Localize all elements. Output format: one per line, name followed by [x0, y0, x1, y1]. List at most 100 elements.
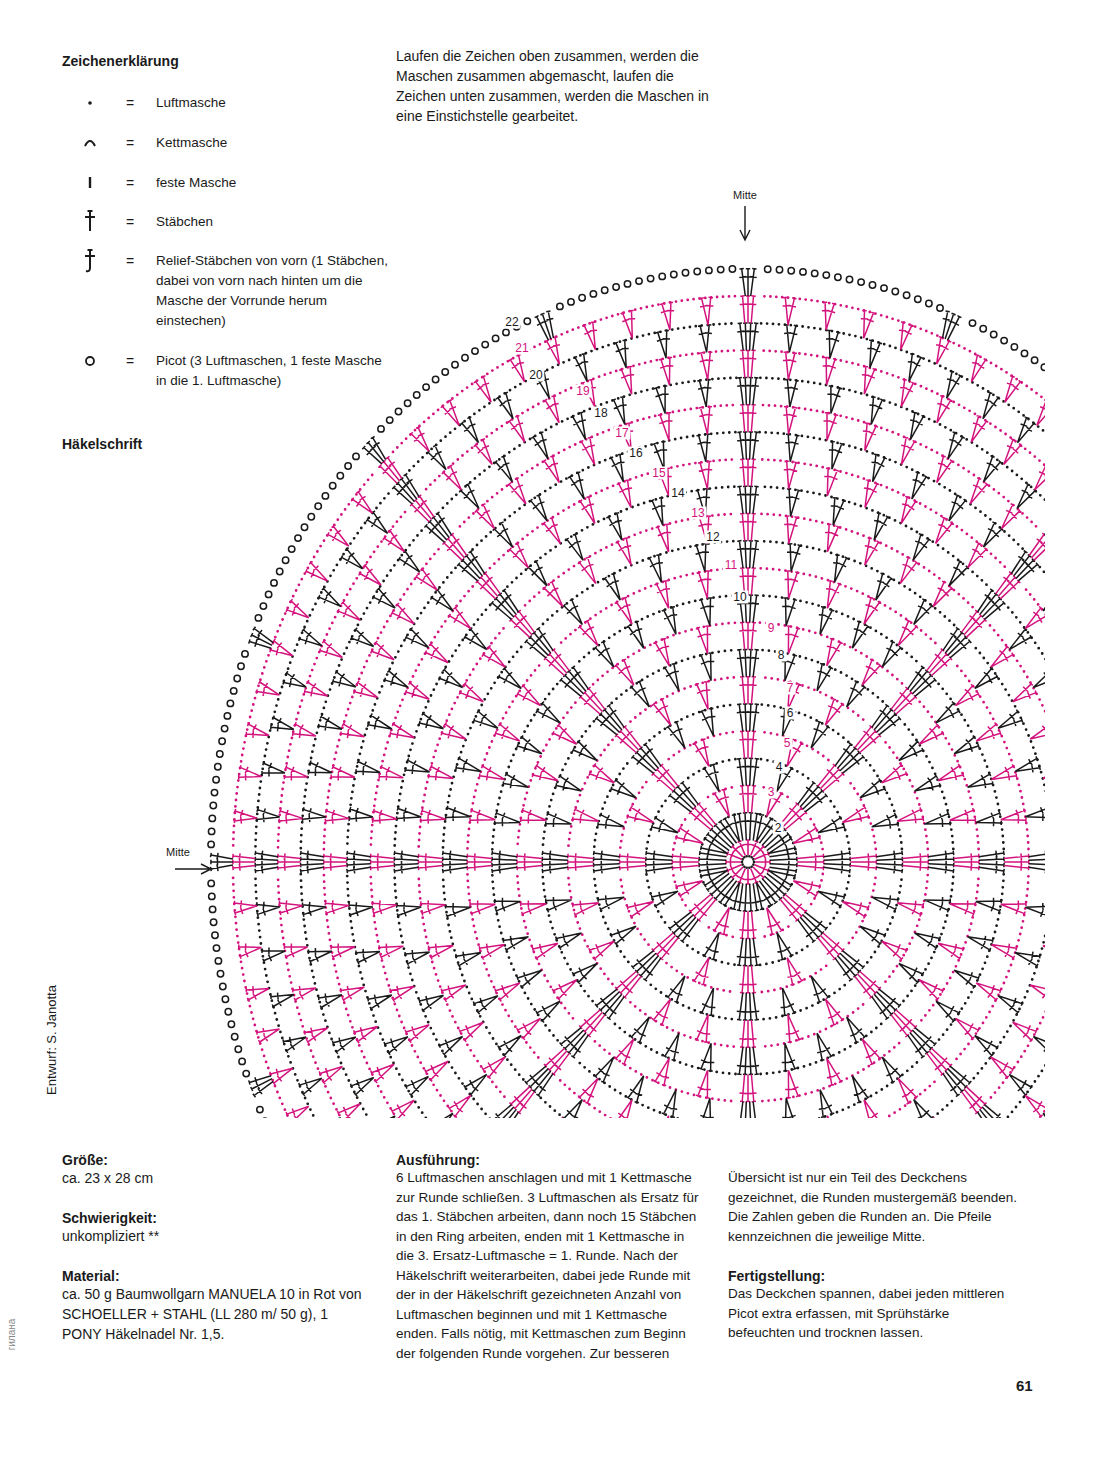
picot — [315, 503, 321, 509]
slip-stitch-symbol — [85, 141, 95, 146]
picot — [1011, 344, 1017, 350]
picot — [234, 675, 240, 681]
picot — [788, 268, 794, 274]
chain-dots — [543, 650, 954, 1074]
chain-dots — [301, 378, 1045, 1118]
chain-dots — [701, 814, 795, 909]
picot — [243, 1070, 249, 1076]
picot — [227, 700, 233, 706]
round-number: 8 — [776, 649, 787, 662]
round-stitches — [233, 296, 1045, 1118]
size-text: ca. 23 x 28 cm — [62, 1168, 362, 1188]
picot — [937, 305, 943, 311]
round-number: 6 — [785, 707, 796, 720]
round-number: 4 — [774, 761, 785, 774]
picot — [260, 603, 266, 609]
round-number: 22 — [503, 316, 520, 329]
chain-dots — [371, 460, 1045, 1119]
picot — [209, 893, 215, 899]
picot — [602, 287, 608, 293]
picot — [301, 524, 307, 530]
section-heading: Material: — [62, 1266, 120, 1286]
picot — [242, 651, 248, 657]
picot — [1031, 357, 1037, 363]
picot — [222, 996, 228, 1002]
picot — [671, 271, 677, 277]
page-number: 61 — [1016, 1376, 1033, 1396]
picot — [858, 279, 864, 285]
round-stitches — [699, 813, 797, 911]
equals-sign: = — [126, 93, 134, 113]
picot — [624, 281, 630, 287]
picot — [235, 1046, 241, 1052]
picot — [215, 958, 221, 964]
picot — [482, 341, 488, 347]
center-arrow — [175, 864, 211, 874]
round-stitches — [542, 650, 954, 1075]
finishing-text: Das Deckchen spannen, dabei jeden mittle… — [728, 1284, 1008, 1343]
picot — [472, 348, 478, 354]
picot — [221, 725, 227, 731]
legend-text: Kettmasche — [156, 133, 376, 153]
round-stitches — [594, 704, 903, 1020]
picot — [694, 268, 700, 274]
picot — [915, 296, 921, 302]
legend-text: Luftmasche — [156, 93, 376, 113]
center-mark-label: Mitte — [150, 846, 206, 859]
chain-dots — [569, 677, 928, 1046]
picot — [718, 266, 724, 272]
round-number: 9 — [766, 622, 777, 635]
chart-heading: Häkelschrift — [62, 434, 142, 454]
watermark: гилана — [5, 1308, 18, 1362]
picot — [232, 1034, 238, 1040]
picot — [765, 266, 771, 272]
round-number: 3 — [766, 786, 777, 799]
equals-sign: = — [126, 351, 134, 371]
picot — [210, 802, 216, 808]
picot — [345, 463, 351, 469]
round-number: 17 — [613, 427, 630, 440]
legend-heading: Zeichenerklärung — [62, 51, 179, 71]
material-text: ca. 50 g Baumwollgarn MANUELA 10 in Rot … — [62, 1284, 362, 1344]
note-text: Laufen die Zeichen oben zusammen, werden… — [396, 46, 714, 126]
picot — [225, 1009, 231, 1015]
round-stitches — [517, 622, 979, 1101]
picot — [255, 615, 261, 621]
picot — [682, 270, 688, 276]
picot — [217, 751, 223, 757]
difficulty-text: unkompliziert ** — [62, 1226, 362, 1246]
chain-dots — [594, 705, 902, 1020]
picot — [322, 493, 328, 499]
picot — [613, 284, 619, 290]
chain-dots — [517, 623, 978, 1101]
double-crochet-symbol — [85, 211, 95, 231]
picot — [423, 384, 429, 390]
section-heading: Größe: — [62, 1150, 108, 1170]
picot — [969, 320, 975, 326]
section-heading: Fertigstellung: — [728, 1266, 825, 1286]
chain-dots — [256, 323, 1046, 1118]
picot — [208, 880, 214, 886]
picot — [404, 400, 410, 406]
round-stitches — [568, 677, 929, 1048]
picot — [414, 392, 420, 398]
picot — [378, 426, 384, 432]
chain-symbol — [88, 101, 92, 105]
round-stitches — [300, 377, 1045, 1118]
picot — [991, 331, 997, 337]
chain-dots — [647, 759, 850, 965]
round-number: 11 — [723, 559, 739, 572]
picot — [812, 270, 818, 276]
equals-sign: = — [126, 133, 134, 153]
instructions-text: 6 Luftmaschen anschlagen und mit 1 Kettm… — [396, 1168, 1036, 1368]
round-stitches — [418, 514, 1045, 1119]
picot — [579, 295, 585, 301]
round-stitches — [646, 758, 851, 965]
picot — [524, 318, 530, 324]
equals-sign: = — [126, 212, 134, 232]
legend-text: feste Masche — [156, 173, 376, 193]
picot — [213, 945, 219, 951]
picot — [980, 326, 986, 332]
picot — [568, 299, 574, 305]
